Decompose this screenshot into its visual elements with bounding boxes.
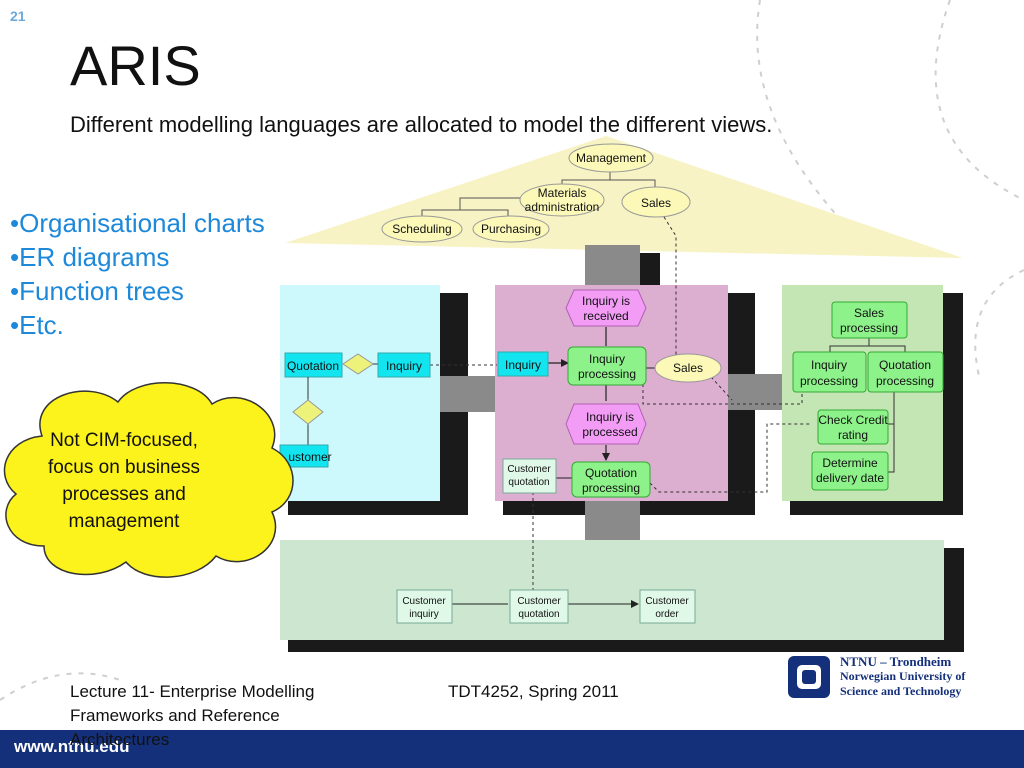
org-label-sales: Sales (641, 196, 671, 210)
function-sales-processing (831, 301, 908, 339)
org-unit-management: Management (568, 143, 654, 173)
label-quotation-processing-control-1: Quotation (585, 466, 637, 480)
label-inquiry-received-2: received (583, 309, 628, 323)
function-check-credit (817, 409, 889, 445)
data-view (280, 285, 440, 501)
logo-line-2: Norwegian University of (840, 669, 966, 683)
slide-number: 21 (10, 8, 26, 24)
output-view (280, 540, 944, 640)
bullet-item: •Organisational charts (10, 208, 265, 238)
label-sales-control: Sales (673, 361, 703, 375)
cloud-line-3: processes and (62, 484, 186, 505)
function-inquiry-processing-fv (792, 351, 867, 393)
label-inquiry: Inquiry (386, 359, 422, 373)
org-unit-sales-control (654, 353, 722, 383)
label-customer-inquiry-1: Customer (402, 596, 446, 607)
function-determine-delivery (811, 451, 889, 491)
callout-cloud: Not CIM-focused, focus on business proce… (3, 382, 294, 578)
event-inquiry-processed (565, 403, 647, 445)
org-unit-scheduling: Scheduling (381, 215, 463, 243)
label-inquiry-received-1: Inquiry is (582, 294, 630, 308)
org-label-management: Management (576, 151, 647, 165)
cloud-line-1: Not CIM-focused, (50, 430, 198, 451)
label-quotation-processing-control-2: processing (582, 481, 640, 495)
label-quotation-processing-fv-2: processing (876, 374, 934, 388)
org-unit-purchasing: Purchasing (472, 215, 550, 243)
relationship-diamond-1 (342, 353, 374, 375)
output-customer-order (639, 589, 696, 624)
decorative-arcs (0, 0, 1024, 701)
label-customer-inquiry-2: inquiry (409, 609, 438, 620)
label-customer-quotation-control-2: quotation (508, 477, 549, 488)
relationship-diamond-2 (292, 399, 324, 425)
bullet-item: •Function trees (10, 276, 184, 306)
label-customer-order-2: order (655, 609, 679, 620)
footer-course: TDT4252, Spring 2011 (448, 682, 619, 701)
website-link[interactable]: www.ntnu.edu (14, 737, 130, 756)
function-inquiry-processing (567, 346, 647, 386)
org-unit-sales: Sales (621, 186, 691, 218)
bullet-item: •ER diagrams (10, 242, 170, 272)
cloud-line-4: management (69, 511, 181, 532)
slide-title: ARIS (70, 34, 201, 97)
data-object-quotation (284, 352, 343, 378)
org-label-purchasing: Purchasing (481, 222, 541, 236)
ntnu-logo-icon (788, 656, 830, 698)
logo-line-1: NTNU – Trondheim (840, 654, 952, 669)
label-inquiry-processing-fv-1: Inquiry (811, 358, 847, 372)
label-inquiry-processing-1: Inquiry (589, 352, 625, 366)
label-customer-order-1: Customer (645, 596, 689, 607)
logo-line-3: Science and Technology (840, 684, 962, 698)
label-customer-quotation-out-2: quotation (518, 609, 559, 620)
label-inquiry-processed-2: processed (582, 425, 637, 439)
org-label-materials-1: Materials (538, 186, 587, 200)
function-quotation-processing-fv (867, 351, 944, 393)
ntnu-logo-text: NTNU – Trondheim Norwegian University of… (840, 654, 965, 699)
bullet-item: •Etc. (10, 310, 64, 340)
label-inquiry-processed-1: Inquiry is (586, 410, 634, 424)
org-unit-materials: Materials administration (519, 183, 605, 217)
control-view-elements: Inquiry Inquiry is received Inquiry proc… (497, 289, 722, 498)
org-label-materials-2: administration (525, 200, 600, 214)
label-check-credit-2: rating (838, 428, 868, 442)
label-customer: ustomer (288, 450, 331, 464)
output-view-elements: Customer inquiry Customer quotation Cust… (396, 589, 696, 624)
label-customer-quotation-control-1: Customer (507, 464, 551, 475)
function-quotation-processing-control (571, 461, 651, 498)
label-check-credit-1: Check Credit (818, 413, 888, 427)
output-customer-inquiry (396, 589, 453, 624)
data-object-customer-quotation-control (502, 458, 557, 494)
label-sales-processing-2: processing (840, 321, 898, 335)
label-quotation-processing-fv-1: Quotation (879, 358, 931, 372)
label-sales-processing-1: Sales (854, 306, 884, 320)
function-view-elements: Sales processing Inquiry processing Quot… (792, 301, 944, 491)
event-inquiry-received (565, 289, 647, 327)
data-object-inquiry (377, 352, 431, 378)
data-view-elements: Quotation Inquiry ustomer (279, 352, 431, 468)
output-customer-quotation (509, 589, 569, 624)
org-label-scheduling: Scheduling (392, 222, 451, 236)
cloud-line-2: focus on business (48, 457, 200, 478)
label-inquiry-processing-2: processing (578, 367, 636, 381)
label-inquiry-control: Inquiry (505, 358, 541, 372)
label-determine-delivery-1: Determine (822, 456, 878, 470)
label-inquiry-processing-fv-2: processing (800, 374, 858, 388)
bullet-list: •Organisational charts •ER diagrams •Fun… (10, 206, 265, 342)
label-determine-delivery-2: delivery date (816, 471, 884, 485)
label-quotation: Quotation (287, 359, 339, 373)
slide-subtitle: Different modelling languages are alloca… (70, 112, 773, 137)
label-customer-quotation-out-1: Customer (517, 596, 561, 607)
footer-lecture-title: Lecture 11- Enterprise Modelling Framewo… (70, 682, 315, 749)
data-object-inquiry-control (497, 351, 549, 377)
bottom-bar (0, 730, 1024, 768)
